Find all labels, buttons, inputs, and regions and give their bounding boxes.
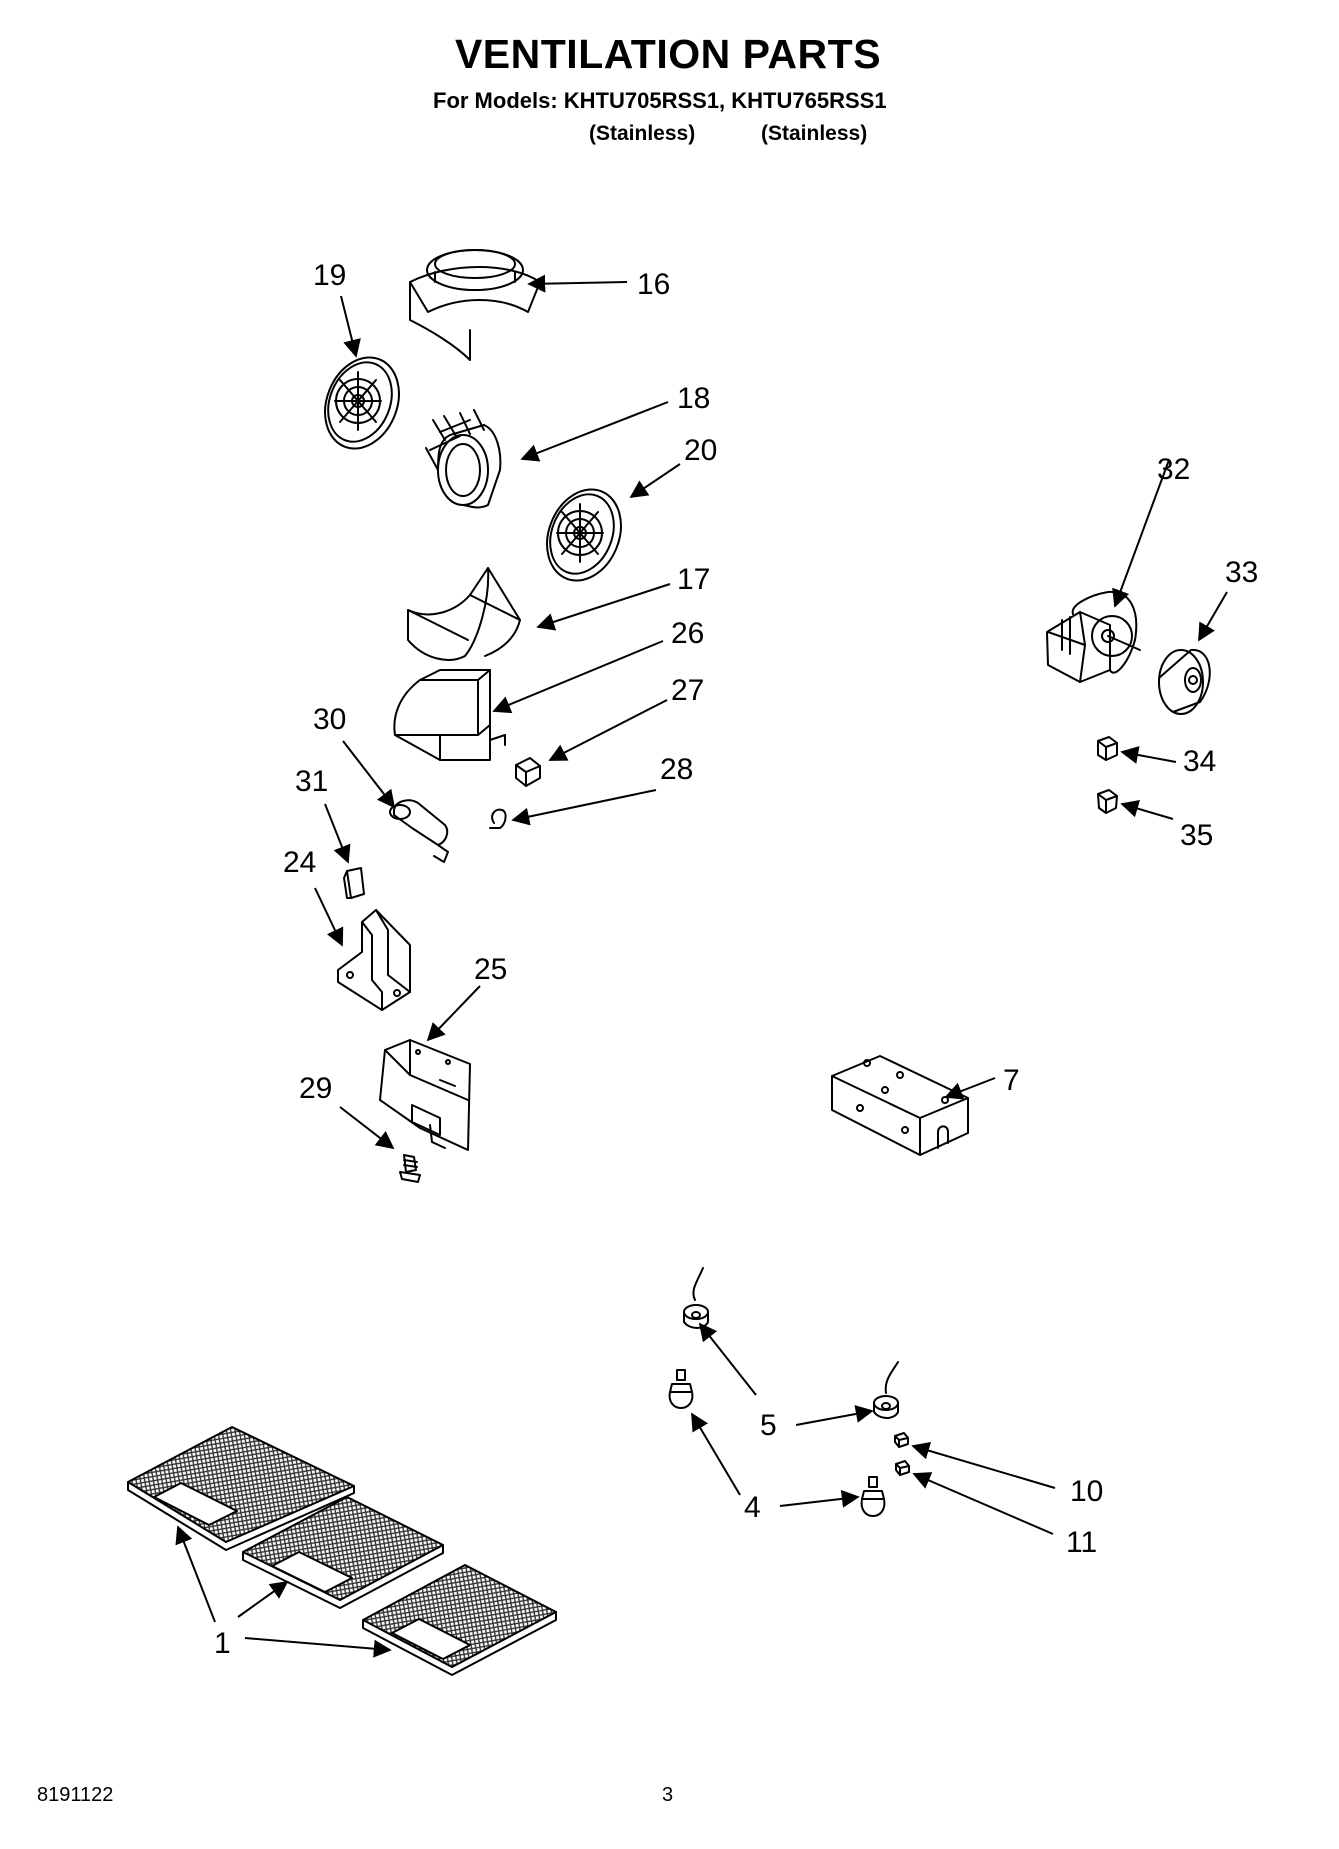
callout-27: 27: [671, 674, 704, 707]
part-16-housing-top: [409, 249, 541, 361]
part-1-filter-c: [362, 1564, 557, 1676]
part-31-block: [343, 867, 365, 899]
part-28-clip: [489, 808, 507, 829]
leader-1b: [237, 1580, 289, 1618]
callout-11: 11: [1066, 1526, 1097, 1559]
leader-4a: [691, 1412, 741, 1496]
part-26-mount-bracket: [393, 669, 506, 761]
callout-34: 34: [1183, 745, 1216, 778]
part-17-housing-bottom: [407, 567, 521, 661]
callout-10: 10: [1070, 1475, 1103, 1508]
callout-7: 7: [1003, 1064, 1020, 1097]
part-4-bulb-b: [860, 1476, 886, 1517]
page-number: 3: [662, 1784, 674, 1806]
part-7-junction-box: [831, 1055, 969, 1156]
part-4-bulb-a: [668, 1369, 694, 1409]
part-27-switch: [515, 757, 541, 787]
callout-26: 26: [671, 617, 704, 650]
leader-34: [1120, 746, 1177, 764]
leader-25: [426, 985, 481, 1042]
page-title: VENTILATION PARTS: [454, 31, 882, 77]
models-line: For Models: KHTU705RSS1, KHTU765RSS1: [433, 88, 887, 113]
leader-26: [492, 640, 664, 714]
callout-35: 35: [1180, 819, 1213, 852]
part-5-socket-b: [873, 1361, 899, 1419]
part-29-screw: [399, 1154, 421, 1183]
leader-17: [536, 583, 671, 631]
callout-20: 20: [684, 434, 717, 467]
leader-4b: [779, 1489, 860, 1508]
leader-11: [912, 1472, 1054, 1535]
callout-25: 25: [474, 953, 507, 986]
part-30-capacitor: [389, 799, 449, 863]
callout-31: 31: [295, 765, 328, 798]
callout-30: 30: [313, 703, 346, 736]
leader-16: [527, 274, 628, 293]
part-18-blower-wheel: [425, 409, 502, 509]
callout-1: 1: [214, 1627, 231, 1660]
leader-5a: [698, 1322, 757, 1396]
part-33-wheel-disc: [1158, 648, 1211, 715]
callout-17: 17: [677, 563, 710, 596]
part-35-switch: [1097, 789, 1118, 814]
leader-30: [342, 740, 396, 809]
callout-5: 5: [760, 1409, 777, 1442]
part-25-control-box: [379, 1039, 471, 1151]
leader-33: [1198, 591, 1228, 642]
part-32-motor-assembly: [1046, 590, 1141, 683]
variant-label-2: (Stainless): [761, 122, 868, 145]
leader-19: [340, 295, 361, 358]
callout-32: 32: [1157, 453, 1190, 486]
leader-31: [324, 803, 351, 864]
callout-28: 28: [660, 753, 693, 786]
variant-label-1: (Stainless): [589, 122, 696, 145]
leader-24: [314, 887, 344, 947]
part-20-side-plate: [546, 488, 622, 582]
part-11-clip: [895, 1460, 910, 1476]
callout-24: 24: [283, 846, 316, 879]
leader-18: [520, 401, 669, 462]
leader-1c: [244, 1637, 392, 1658]
leader-5b: [795, 1405, 874, 1426]
leader-7: [944, 1077, 996, 1100]
leader-29: [339, 1106, 395, 1150]
leader-1a: [175, 1525, 216, 1623]
callout-4: 4: [744, 1491, 761, 1524]
part-1-filter-a: [127, 1426, 355, 1551]
part-34-switch: [1097, 736, 1118, 761]
callout-numbers: 16 19 18 20 17 26 27 28 30 31 24 25 29 3…: [214, 259, 1258, 1660]
part-24-bracket: [337, 909, 411, 1011]
leader-32: [1112, 459, 1170, 608]
part-1-filter-b: [242, 1496, 444, 1609]
callout-19: 19: [313, 259, 346, 292]
document-code: 8191122: [37, 1784, 114, 1806]
part-19-side-plate: [324, 356, 400, 450]
leader-28: [511, 789, 657, 826]
callout-29: 29: [299, 1072, 332, 1105]
leader-27: [548, 699, 668, 761]
leader-20: [629, 463, 681, 499]
callout-16: 16: [637, 268, 670, 301]
leader-10: [911, 1441, 1056, 1489]
leader-35: [1120, 799, 1174, 820]
part-5-socket-a: [683, 1267, 709, 1329]
callout-33: 33: [1225, 556, 1258, 589]
leader-lines: [175, 274, 1228, 1658]
callout-18: 18: [677, 382, 710, 415]
part-10-clip: [894, 1432, 909, 1448]
